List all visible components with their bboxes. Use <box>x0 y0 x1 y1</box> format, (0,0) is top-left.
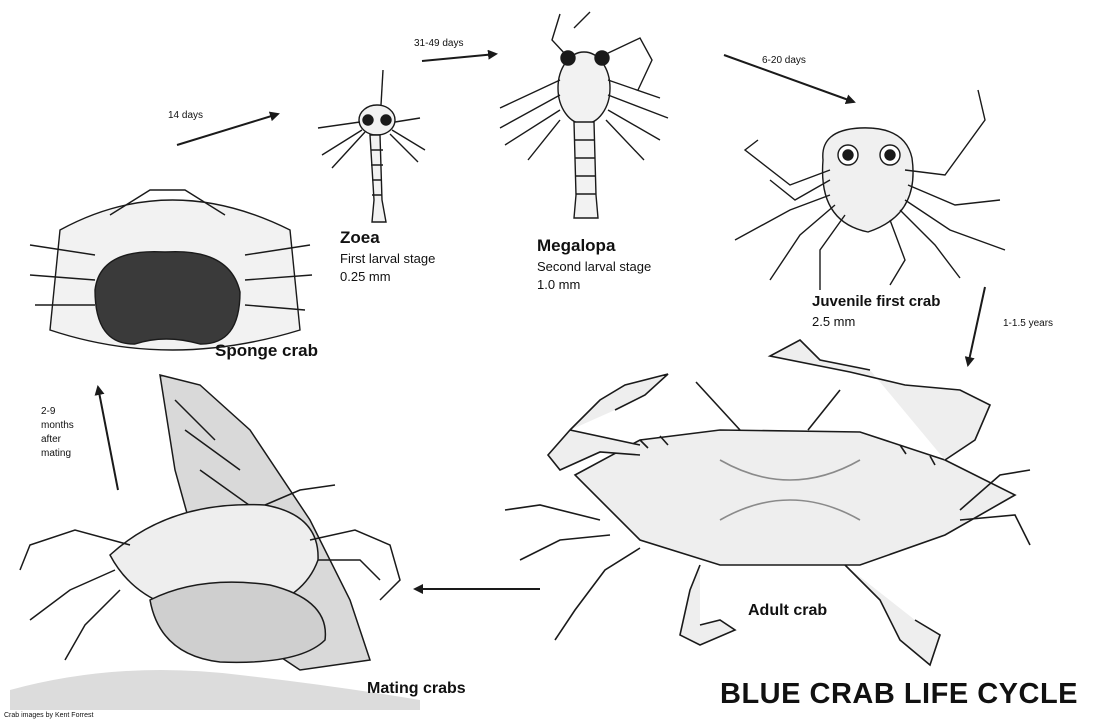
duration-line: after <box>41 433 74 447</box>
duration-line: months <box>41 419 74 433</box>
juvenile-name: Juvenile first crab <box>812 293 940 310</box>
sponge-crab-name: Sponge crab <box>215 341 318 361</box>
duration-line: mating <box>41 447 74 461</box>
mating-crabs-name: Mating crabs <box>367 680 466 698</box>
arrow-juvenile-to-adult <box>968 287 985 365</box>
zoea-illustration <box>318 70 425 222</box>
image-credit: Crab images by Kent Forrest <box>4 712 93 719</box>
megalopa-illustration <box>500 12 668 218</box>
adult-crab-name: Adult crab <box>748 602 827 620</box>
zoea-name: Zoea <box>340 228 380 248</box>
juvenile-desc-line1: 2.5 mm <box>812 313 855 330</box>
megalopa-desc-line1: Second larval stage <box>537 258 651 275</box>
arrow-mating-to-sponge <box>98 387 118 490</box>
egg-mass <box>95 252 240 344</box>
diagram-title: BLUE CRAB LIFE CYCLE <box>720 678 1078 711</box>
duration-juvenile-to-adult: 1-1.5 years <box>1003 318 1053 329</box>
juvenile-illustration <box>735 90 1005 290</box>
zoea-desc-line2: 0.25 mm <box>340 268 391 285</box>
duration-megalopa-to-juvenile: 6-20 days <box>762 55 806 66</box>
megalopa-desc-line2: 1.0 mm <box>537 276 580 293</box>
arrow-zoea-to-megalopa <box>422 54 496 61</box>
sponge-crab-illustration <box>30 190 312 350</box>
duration-zoea-to-megalopa: 31-49 days <box>414 38 463 49</box>
duration-mating-to-sponge: 2-9 months after mating <box>41 405 74 461</box>
duration-line: 2-9 <box>41 405 74 419</box>
duration-sponge-to-zoea: 14 days <box>168 110 203 121</box>
zoea-desc-line1: First larval stage <box>340 250 435 267</box>
megalopa-name: Megalopa <box>537 236 615 256</box>
